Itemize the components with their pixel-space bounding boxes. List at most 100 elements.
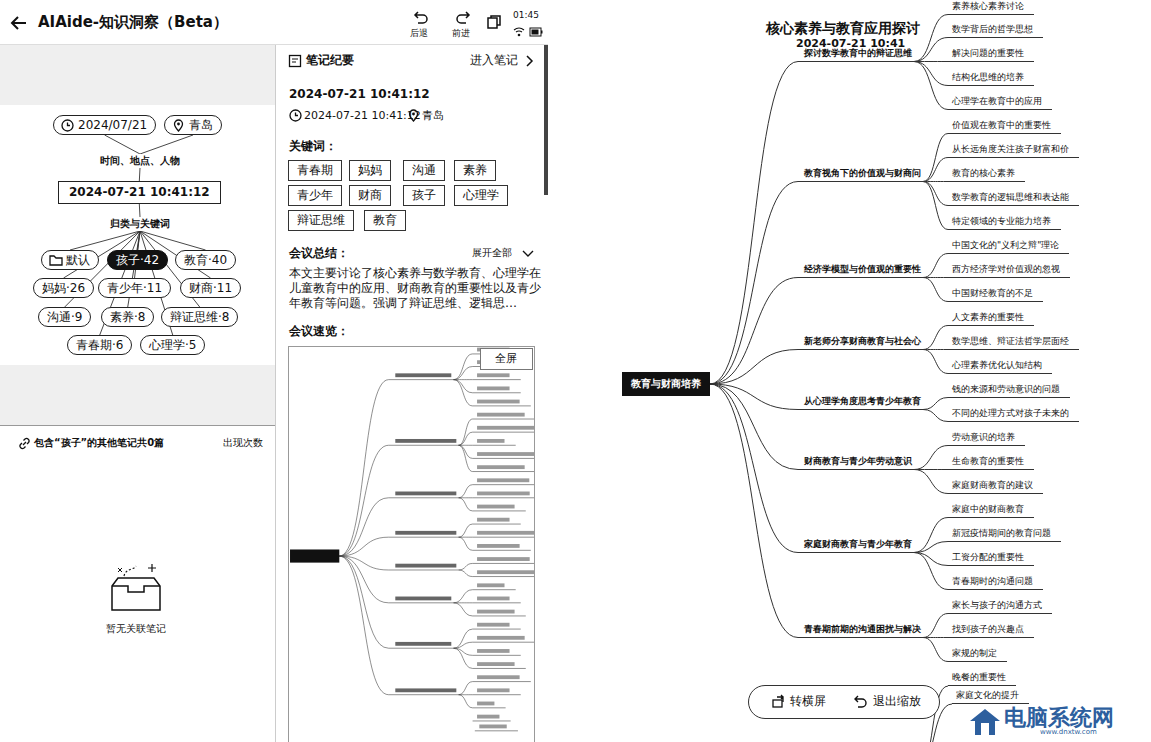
node-text: 中国文化的"义利之辩"理论	[952, 240, 1059, 251]
thumbnail-link	[459, 445, 473, 458]
keyword-pill: 默认	[41, 250, 99, 270]
node-text: 素养核心素养讨论	[952, 1, 1024, 12]
ui-label: 笔记纪要	[306, 53, 354, 67]
thumbnail-link	[339, 556, 388, 603]
thumbnail-underline	[473, 458, 534, 459]
keyword-pill: 教育·40	[175, 250, 236, 270]
node-text: 归类与关键词	[110, 218, 170, 230]
mindmap-leaf: 教育的核心素养	[948, 168, 1025, 182]
mindmap-leaf: 家庭中的财商教育	[948, 504, 1034, 518]
thumbnail-underline	[389, 602, 454, 603]
section-divider	[0, 425, 275, 426]
thumbnail-text-bar	[477, 583, 504, 587]
thumbnail-text-bar	[477, 662, 515, 666]
tree-heading: 时间、地点、人物	[97, 154, 183, 168]
thumbnail-link	[454, 648, 473, 668]
mindmap-link	[914, 62, 948, 110]
node-text: 青春期前期的沟通困扰与解决	[804, 624, 921, 635]
mindmap-link	[923, 134, 948, 182]
thumbnail-text-bar	[395, 688, 456, 692]
node-text: 家长与孩子的沟通方式	[952, 600, 1042, 611]
thumbnail-link	[339, 380, 388, 556]
keyword-chip: 辩证思维	[288, 210, 354, 231]
node-text: 找到孩子的兴趣点	[952, 624, 1024, 635]
thumbnail-underline	[389, 694, 459, 695]
thumbnail-text-bar	[477, 400, 520, 404]
node-text: 妈妈	[358, 161, 382, 180]
thumbnail-underline	[473, 419, 534, 420]
node-text: 钱的来源和劳动意识的问题	[952, 384, 1060, 395]
node-text: 2024/07/21	[78, 116, 147, 134]
node-text: 孩子	[412, 186, 436, 205]
mindmap-link	[914, 553, 948, 590]
thumbnail-text-bar	[477, 702, 494, 706]
thumbnail-text-bar	[477, 465, 525, 469]
mindmap-link	[923, 158, 948, 182]
thumbnail-text-bar	[477, 715, 499, 719]
tree-line	[70, 231, 140, 250]
mindmap-thumbnail	[289, 347, 534, 741]
thumbnail-underline	[473, 681, 531, 682]
node-text: 从心理学角度思考青少年教育	[804, 396, 921, 407]
mindmap-link	[914, 470, 948, 494]
thumbnail-underline	[389, 379, 454, 380]
mindmap-leaf: 家规的制定	[948, 648, 1007, 662]
thumbnail-link	[459, 419, 473, 445]
thumbnail-underline	[473, 392, 521, 393]
keyword-pill: 青少年·11	[98, 278, 171, 298]
node-text: 教育	[373, 211, 397, 230]
thumbnail-underline	[473, 694, 521, 695]
mindmap-link	[923, 398, 948, 410]
thumbnail-underline	[473, 629, 521, 630]
thumbnail-text-bar	[477, 623, 509, 627]
thumbnail-text-bar	[477, 557, 530, 561]
mindmap-link	[710, 384, 798, 638]
thumbnail-text-bar	[477, 688, 509, 692]
node-text: 家庭财商教育的建议	[952, 480, 1033, 491]
node-text: 家庭中的财商教育	[952, 504, 1024, 515]
thumbnail-underline	[473, 589, 516, 590]
thumbnail-link	[339, 556, 388, 648]
scrollbar	[544, 45, 548, 195]
folder-icon	[49, 254, 63, 267]
node-text: 价值观在教育中的重要性	[952, 120, 1051, 131]
mindmap-branch: 教育视角下的价值观与财商问	[798, 168, 923, 182]
node-text: 沟通·9	[47, 308, 82, 326]
chevron-down	[522, 249, 534, 259]
node-text: 特定领域的专业能力培养	[952, 216, 1051, 227]
mindmap-leaf: 价值观在教育中的重要性	[948, 120, 1061, 134]
ui-label: 全屏	[495, 352, 517, 365]
chevron-right	[524, 54, 534, 68]
node-text: 家庭文化的提升	[956, 690, 1019, 701]
thumbnail-text-bar	[395, 531, 456, 535]
thumbnail-text-bar	[290, 549, 339, 562]
node-text: 心理学	[463, 186, 499, 205]
ui-label: 本文主要讨论了核心素养与数学教育、心理学在儿童教育中的应用、财商教育的重要性以及…	[289, 266, 541, 311]
thumbnail-text-bar	[395, 642, 451, 646]
thumbnail-underline	[389, 445, 459, 446]
empty-tray-illustration	[104, 560, 168, 616]
mindmap-leaf: 晚餐的重要性	[948, 672, 1016, 686]
mindmap-link	[923, 182, 948, 230]
mindmap-link	[923, 614, 948, 638]
node-text: 新老师分享财商教育与社会心	[804, 336, 921, 347]
ui-label: 暂无关联笔记	[106, 623, 166, 635]
node-text: 教育·40	[184, 251, 227, 269]
node-text: 经济学模型与价值观的重要性	[804, 264, 921, 275]
thumbnail-text-bar	[477, 492, 530, 496]
node-text: 家庭财商教育与青少年教育	[804, 539, 912, 550]
mindmap-leaf: 生命教育的重要性	[948, 456, 1034, 470]
mindmap-link	[710, 278, 798, 385]
thumbnail-text-bar	[477, 452, 534, 456]
thumbnail-link	[459, 485, 473, 498]
node-text: 财商教育与青少年劳动意识	[804, 456, 912, 467]
thumbnail-text-bar	[477, 544, 520, 548]
node-text: 教育的核心素养	[952, 168, 1015, 179]
thumbnail-underline	[473, 602, 521, 603]
panel-divider	[275, 45, 276, 742]
thumbnail-link	[454, 590, 473, 603]
mindmap-branch: 家庭财商教育与青少年教育	[798, 539, 914, 553]
node-text: 素养·8	[110, 308, 145, 326]
mindmap-leaf: 特定领域的专业能力培养	[948, 216, 1061, 230]
thumbnail-underline	[473, 563, 534, 564]
